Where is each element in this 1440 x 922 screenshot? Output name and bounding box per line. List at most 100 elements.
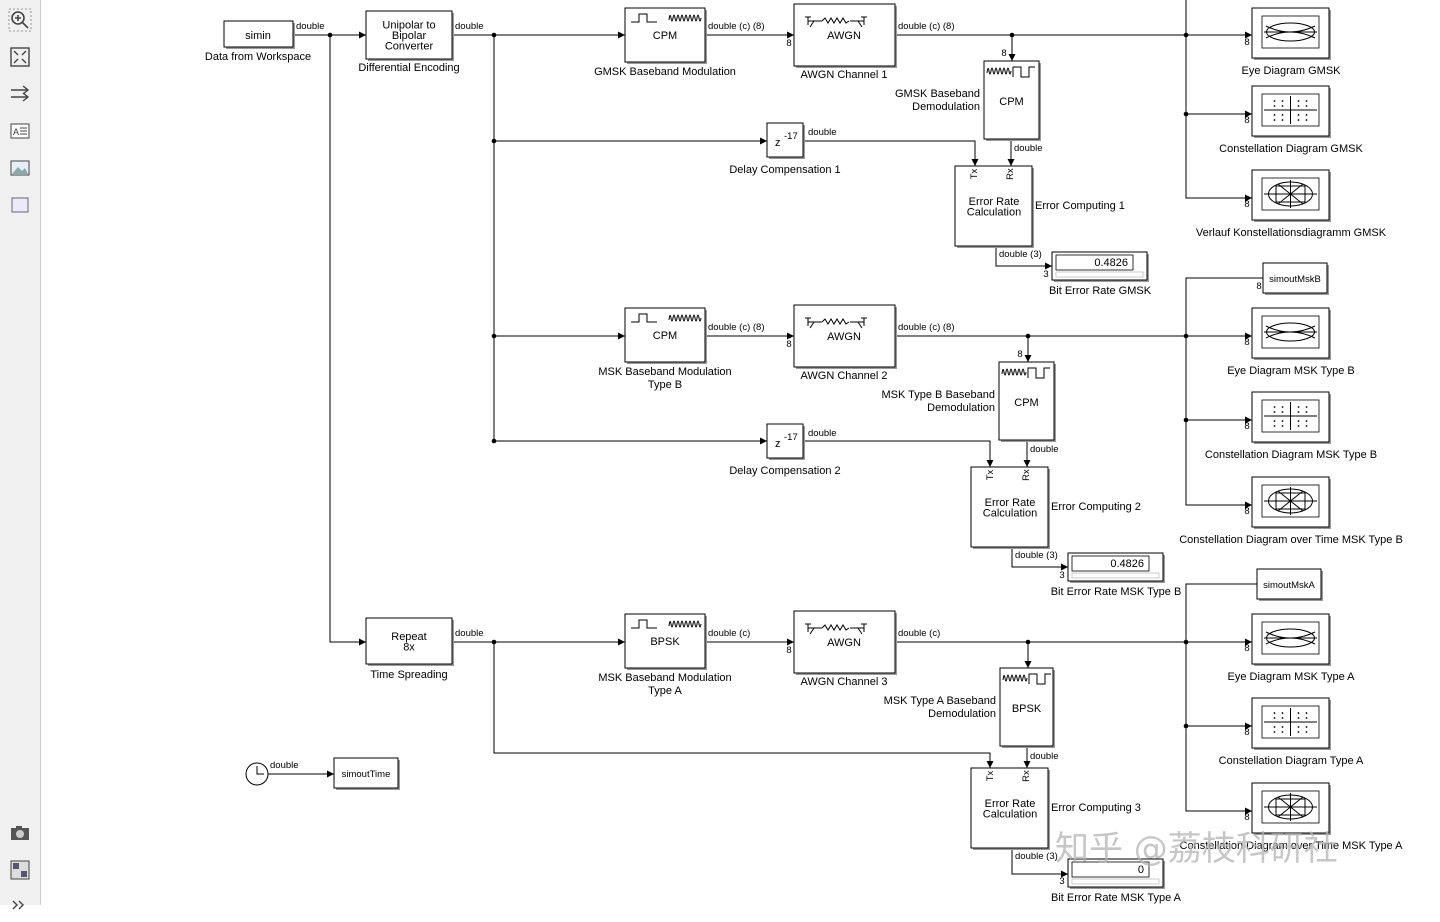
display-value: 0 <box>1138 864 1144 876</box>
block-caption: MSK Baseband Modulation <box>598 366 731 378</box>
expand-icon <box>12 900 24 910</box>
port-number: 3 <box>1059 876 1064 887</box>
block-text: Calculation <box>983 808 1037 820</box>
zoom-in-button[interactable] <box>8 8 32 32</box>
diff-enc-block[interactable]: Unipolar toBipolarConverterDifferential … <box>358 10 460 74</box>
block-caption: MSK Baseband Modulation <box>598 672 731 684</box>
port-number: 3 <box>1059 570 1064 581</box>
annotation-button[interactable]: A <box>8 119 32 143</box>
noise-icon <box>821 624 850 631</box>
signal-type-label: double (3) <box>1015 550 1058 561</box>
signal-line[interactable] <box>1185 583 1257 815</box>
block-caption: Eye Diagram MSK Type A <box>1228 671 1356 683</box>
signal-line[interactable] <box>805 440 994 467</box>
signal-line[interactable] <box>493 35 767 445</box>
delay-exponent: -17 <box>784 131 798 142</box>
square-wave-icon <box>631 619 657 629</box>
signal-line[interactable] <box>329 35 366 646</box>
signal-line[interactable] <box>1011 547 1068 571</box>
camera-icon <box>11 826 29 840</box>
square-wave-icon <box>631 313 657 323</box>
port-rx-label: Rx <box>1021 770 1032 782</box>
signal-line[interactable] <box>1185 0 1252 202</box>
model-browser-button[interactable] <box>8 858 32 882</box>
block-caption: Constellation Diagram MSK Type B <box>1205 449 1377 461</box>
zoom-in-icon <box>8 8 32 32</box>
clock-block[interactable] <box>245 762 269 786</box>
signal-type-label: double <box>808 127 837 138</box>
port-number: 8 <box>1244 421 1249 432</box>
eye-icon <box>1266 322 1315 342</box>
area-button[interactable] <box>8 193 32 217</box>
block-text: CPM <box>999 96 1023 108</box>
port-number: 8 <box>1244 37 1249 48</box>
simout-time-block[interactable]: simoutTime <box>333 757 400 790</box>
signal-type-label: double <box>270 760 299 771</box>
signal-route-icon <box>11 85 30 102</box>
block-text: simoutMskB <box>1269 274 1321 285</box>
branch-point <box>491 438 497 444</box>
signal-line[interactable] <box>493 642 994 768</box>
delay-text: z <box>775 137 781 149</box>
display-value: 0.4826 <box>1094 257 1128 269</box>
expand-button[interactable] <box>8 893 32 917</box>
signal-line[interactable] <box>995 246 1052 270</box>
signal-line[interactable] <box>1185 277 1263 509</box>
port-number: 8 <box>1244 727 1249 738</box>
camera-button[interactable] <box>8 821 32 845</box>
block-caption: GMSK Baseband <box>895 88 980 100</box>
block-caption: Constellation Diagram over Time MSK Type… <box>1179 534 1403 546</box>
block-caption: Constellation Diagram over Time MSK Type… <box>1180 840 1404 852</box>
block-text: CPM <box>1014 397 1038 409</box>
square-wave-icon <box>1027 367 1050 379</box>
constellation-icon <box>1264 402 1317 430</box>
signal-line[interactable] <box>1011 848 1068 878</box>
block-caption: Error Computing 1 <box>1035 200 1125 212</box>
fit-to-view-button[interactable] <box>8 45 32 69</box>
port-number: 8 <box>786 645 791 656</box>
eye-icon <box>1266 628 1315 648</box>
sine-wave-icon <box>668 620 702 628</box>
signal-route-button[interactable] <box>8 82 32 106</box>
block-text: Error Rate <box>985 798 1036 810</box>
port-number: 8 <box>786 38 791 49</box>
block-caption: Constellation Diagram GMSK <box>1219 143 1363 155</box>
block-caption: Bit Error Rate GMSK <box>1049 285 1152 297</box>
signal-line[interactable] <box>805 140 979 166</box>
image-button[interactable] <box>8 156 32 180</box>
simout-mska-block[interactable]: simoutMskA <box>1256 568 1323 601</box>
model-browser-icon <box>10 860 30 880</box>
block-text: Error Rate <box>985 497 1036 509</box>
block-caption: Type A <box>648 685 682 697</box>
